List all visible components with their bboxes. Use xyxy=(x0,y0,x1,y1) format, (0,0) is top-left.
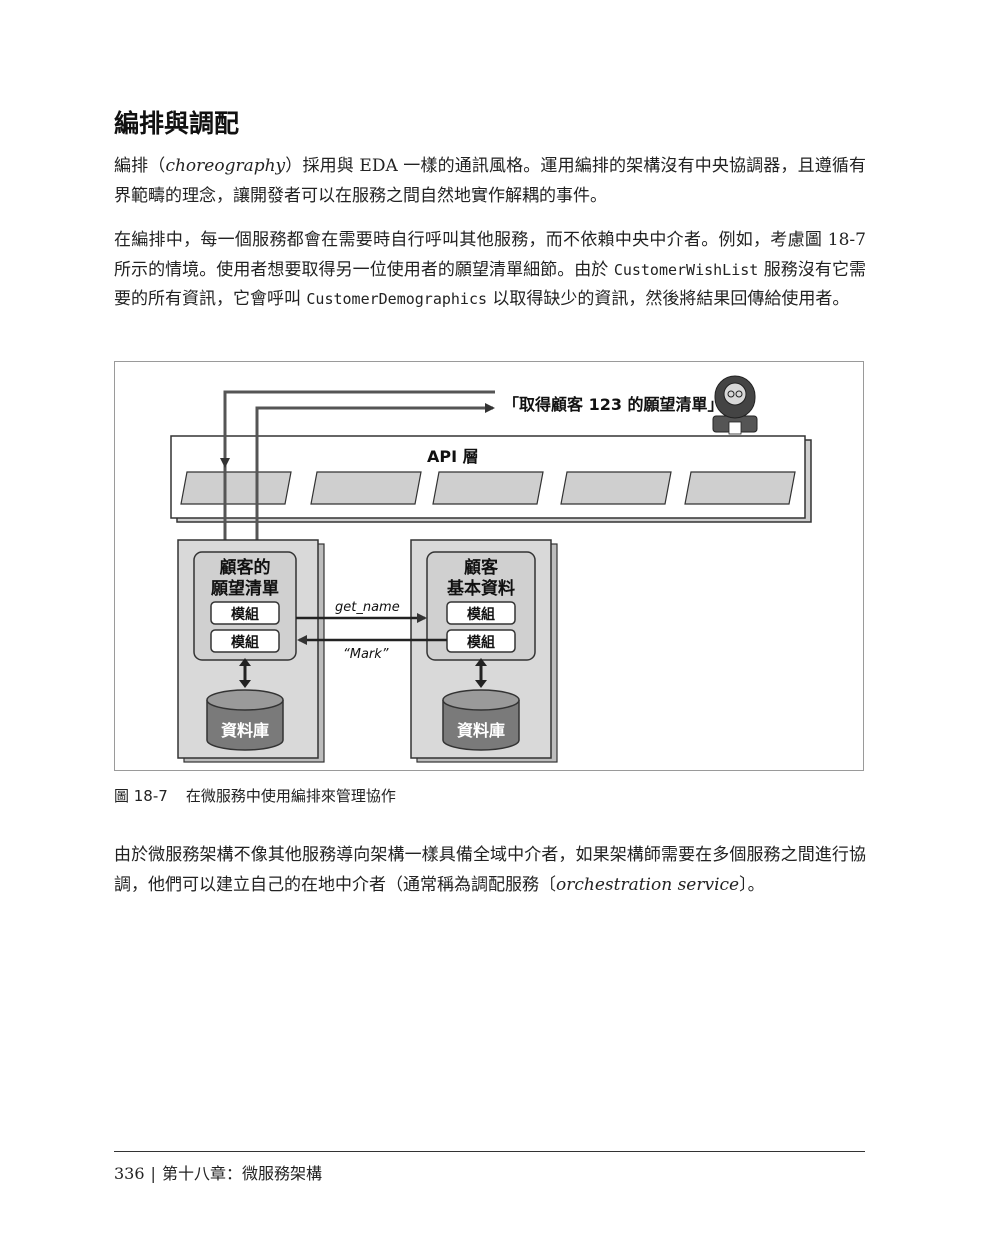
database-label: 資料庫 xyxy=(457,721,505,740)
module-label: 模組 xyxy=(231,634,259,651)
chapter-title: 第十八章：微服務架構 xyxy=(161,1164,322,1183)
figure-caption: 圖 18-7 在微服務中使用編排來管理協作 xyxy=(114,785,396,806)
module-label: 模組 xyxy=(231,606,259,623)
section-heading: 編排與調配 xyxy=(114,109,240,138)
code-customer-wishlist: CustomerWishList xyxy=(613,260,759,279)
para1-term: choreography xyxy=(165,156,286,176)
api-endpoint xyxy=(684,471,796,505)
page-number: 336 xyxy=(114,1164,145,1183)
page-footer: 336 | 第十八章：微服務架構 xyxy=(114,1160,322,1184)
para3-text-a: 由於微服務架構不像其他服務導向架構一樣具備全域中介者，如果架構師需要在多個服務之… xyxy=(114,845,866,895)
caption-text: 在微服務中使用編排來管理協作 xyxy=(185,787,396,805)
paragraph-choreography: 編排（choreography）採用與 EDA 一樣的通訊風格。運用編排的架構沒… xyxy=(114,152,866,211)
module-label: 模組 xyxy=(467,634,495,651)
database-icon xyxy=(442,700,520,751)
api-endpoint xyxy=(310,471,422,505)
module-box xyxy=(446,601,516,625)
api-layer-label: API 層 xyxy=(427,447,479,466)
para2-text-c: 以取得缺少的資訊，然後將結果回傳給使用者。 xyxy=(487,289,850,309)
paragraph-orchestration: 由於微服務架構不像其他服務導向架構一樣具備全域中介者，如果架構師需要在多個服務之… xyxy=(114,841,866,900)
mark-reply-label: “Mark” xyxy=(343,647,389,662)
api-endpoint xyxy=(180,471,292,505)
para2-text-a: 在編排中，每一個服務都會在需要時自行呼叫其他服務，而不依賴中央中介者。例如，考慮… xyxy=(114,230,866,280)
database-icon xyxy=(206,700,284,751)
service-right-title-1: 顧客 xyxy=(464,557,499,578)
get-name-label: get_name xyxy=(335,600,400,615)
module-box xyxy=(210,601,280,625)
database-label: 資料庫 xyxy=(221,721,269,740)
para2-text-b: 服務沒有它需要的所有資訊，它會呼叫 xyxy=(114,259,866,310)
service-left-title-1: 顧客的 xyxy=(220,557,271,578)
module-label: 模組 xyxy=(467,606,495,623)
module-box xyxy=(210,629,280,653)
code-customer-demographics: CustomerDemographics xyxy=(306,290,488,308)
paragraph-example: 在編排中，每一個服務都會在需要時自行呼叫其他服務，而不依賴中央中介者。例如，考慮… xyxy=(114,226,866,315)
user-icon xyxy=(712,375,758,435)
service-left-title-2: 願望清單 xyxy=(211,578,279,599)
choreography-diagram: API 層 「取得顧客 123 的願望清單」 顧客的 願 xyxy=(170,375,812,763)
service-right-title-2: 基本資料 xyxy=(446,578,515,599)
api-endpoint xyxy=(560,471,672,505)
api-endpoint xyxy=(432,471,544,505)
para3-text-b: 〕。 xyxy=(739,874,765,895)
footer-rule xyxy=(114,1151,865,1152)
para1-text-a: 編排（ xyxy=(114,156,166,176)
footer-separator: | xyxy=(150,1164,156,1183)
response-arrow-to-user xyxy=(255,403,495,554)
para1-text-b: ）採用與 EDA 一樣的通訊風格。運用編排的架構沒有中央協調器，且遵循有界範疇的… xyxy=(114,156,867,206)
caption-number: 圖 18-7 xyxy=(114,787,168,805)
request-label: 「取得顧客 123 的願望清單」 xyxy=(503,395,724,414)
api-layer: API 層 xyxy=(170,435,812,523)
service-customer-demographics: 顧客 基本資料 模組 模組 資料庫 xyxy=(410,539,558,763)
para3-term: orchestration service xyxy=(556,874,740,895)
service-customer-wishlist: 顧客的 願望清單 模組 模組 資料庫 xyxy=(177,539,325,763)
figure-18-7: API 層 「取得顧客 123 的願望清單」 顧客的 願 xyxy=(114,361,864,771)
